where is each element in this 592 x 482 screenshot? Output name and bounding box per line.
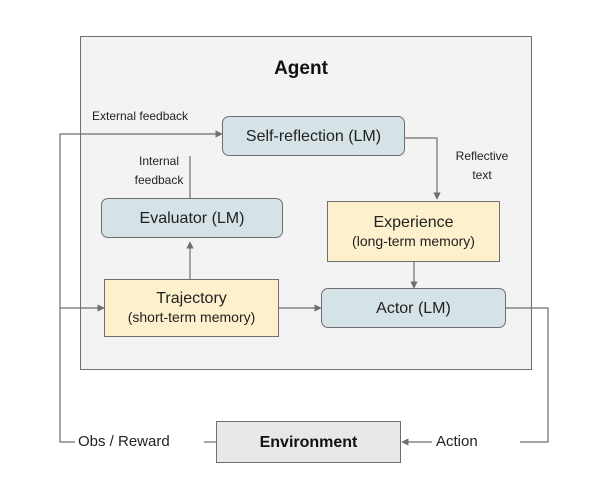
internal-feedback-line2: feedback (134, 173, 184, 187)
obs-reward-label: Obs / Reward (75, 432, 173, 451)
trajectory-node: Trajectory (short-term memory) (104, 279, 279, 337)
reflective-text-line1: Reflective (455, 149, 509, 163)
reflective-text-line2: text (472, 168, 492, 182)
trajectory-subtitle: (short-term memory) (127, 309, 256, 325)
self-reflection-to-experience-arrow (405, 137, 441, 200)
experience-title: Experience (373, 213, 454, 231)
reflective-text-label: Reflective text (445, 147, 519, 185)
external-feedback-label: External feedback (92, 109, 189, 123)
experience-subtitle: (long-term memory) (352, 232, 475, 249)
environment-label: Environment (259, 433, 358, 451)
agent-title: Agent (274, 58, 328, 79)
environment-node: Environment (216, 421, 401, 463)
actor-to-action-wire (506, 307, 549, 443)
evaluator-node: Evaluator (LM) (101, 198, 283, 238)
obs-reward-loop (59, 130, 223, 443)
actor-label: Actor (LM) (376, 299, 451, 317)
experience-node: Experience (long-term memory) (327, 201, 500, 262)
self-reflection-node: Self-reflection (LM) (222, 116, 405, 156)
internal-feedback-label: Internal feedback (124, 152, 194, 190)
self-reflection-label: Self-reflection (LM) (245, 127, 382, 145)
trajectory-title: Trajectory (156, 290, 227, 307)
action-label: Action (433, 432, 481, 451)
evaluator-label: Evaluator (LM) (139, 209, 245, 227)
actor-node: Actor (LM) (321, 288, 506, 328)
internal-feedback-line1: Internal (138, 154, 180, 168)
